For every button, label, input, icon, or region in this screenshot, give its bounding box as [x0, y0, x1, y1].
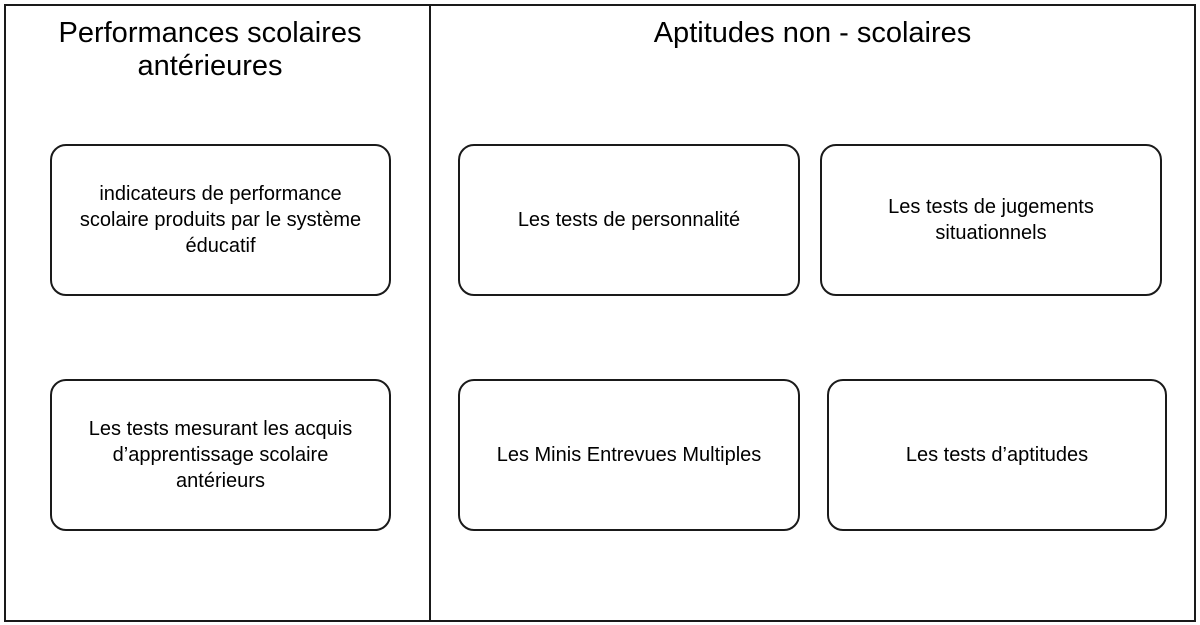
box-label: Les Minis Entrevues Multiples [496, 444, 762, 466]
box-multiple-mini-interviews: Les Minis Entrevues Multiples [458, 379, 800, 531]
box-situational-judgment-tests: Les tests de jugements situationnels [820, 144, 1162, 296]
box-label: indicateurs de performance scolaire prod… [79, 183, 362, 257]
left-column-title: Performances scolaires antérieures [58, 17, 362, 82]
box-label: Les tests de personnalité [517, 209, 741, 231]
box-personality-tests: Les tests de personnalité [458, 144, 800, 296]
box-label: Les tests mesurant les acquis d’apprenti… [88, 418, 353, 492]
column-divider [429, 4, 431, 620]
box-label: Les tests de jugements situationnels [888, 196, 1094, 244]
right-column-title: Aptitudes non - scolaires [653, 17, 972, 49]
box-aptitude-tests: Les tests d’aptitudes [827, 379, 1167, 531]
box-performance-indicators: indicateurs de performance scolaire prod… [50, 144, 391, 296]
diagram-frame [4, 4, 1196, 622]
box-label: Les tests d’aptitudes [905, 444, 1089, 466]
box-prior-learning-tests: Les tests mesurant les acquis d’apprenti… [50, 379, 391, 531]
